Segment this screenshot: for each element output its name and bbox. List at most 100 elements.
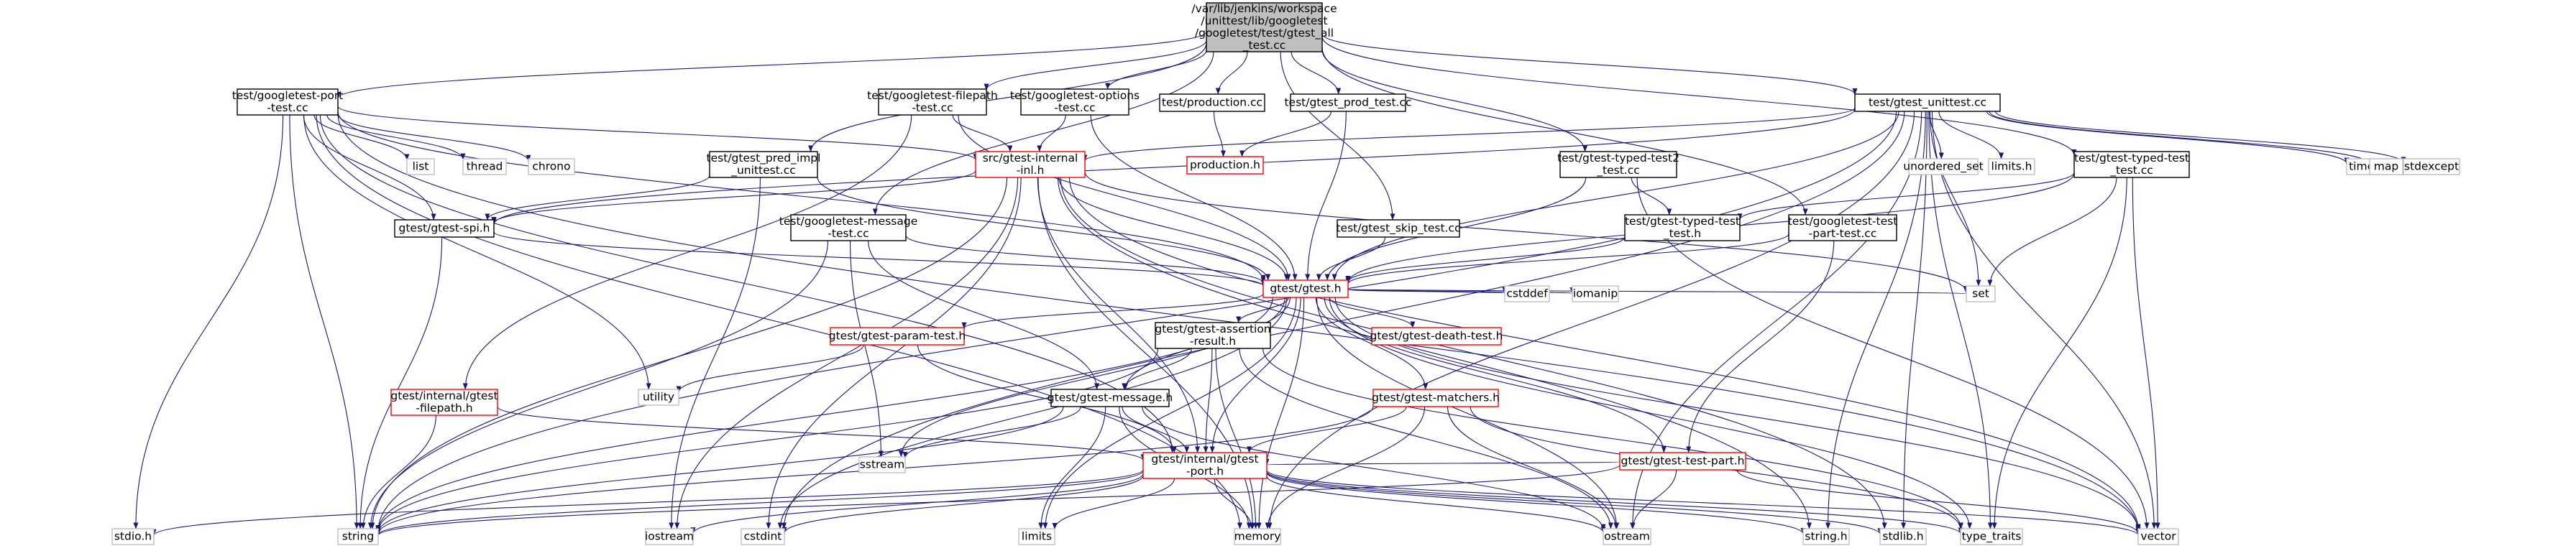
edge-pred_impl_test-to-gtest_h	[817, 177, 1271, 281]
node-box	[1290, 93, 1406, 112]
edge-pred_impl_test-to-gtest_spi	[485, 175, 710, 221]
edge-filepath_test-to-gtest_h	[958, 114, 1291, 281]
node-port-test[interactable]: test/googletest-port-test.cc	[232, 88, 344, 116]
node-box	[1788, 214, 1897, 241]
node-death-test[interactable]: gtest/gtest-death-test.h	[1370, 327, 1503, 346]
edge-gtest_h-to-param_test	[961, 293, 1264, 329]
node-stdexcept: stdexcept	[2403, 158, 2460, 175]
node-box	[830, 327, 965, 346]
node-gtest-h[interactable]: gtest/gtest.h	[1262, 279, 1349, 298]
node-set: set	[1966, 285, 1996, 302]
edge-internal_port-to-limits	[1052, 478, 1175, 529]
node-map: map	[2369, 158, 2403, 175]
node-message-test[interactable]: test/googletest-message-test.cc	[779, 214, 918, 241]
node-options-test[interactable]: test/googletest-options-test.cc	[1010, 88, 1140, 116]
edge-gtest_internal_inl-to-gtest_h	[1058, 177, 1289, 281]
edge-internal_port-to-string_h	[1266, 472, 1806, 534]
edge-root-to-test_part_test	[1321, 47, 1808, 216]
edge-skip_test-to-gtest_h	[1316, 236, 1386, 281]
node-memory: memory	[1234, 528, 1281, 545]
node-label-line: gtest/gtest-param-test.h	[829, 330, 966, 343]
node-production-h[interactable]: production.h	[1186, 156, 1264, 175]
node-test-part-test[interactable]: test/googletest-test-part-test.cc	[1788, 214, 1898, 241]
node-box	[394, 219, 495, 238]
node-box	[709, 151, 818, 178]
node-pred-impl-test[interactable]: test/gtest_pred_impl_unittest.cc	[707, 151, 821, 178]
edge-unittest-to-stdexcept	[1994, 111, 2406, 164]
node-label-line: stdlib.h	[1882, 530, 1923, 543]
edge-root-to-skip_test	[1280, 51, 1395, 221]
node-root[interactable]: /var/lib/jenkins/workspace/unittest/lib/…	[1191, 2, 1337, 52]
node-label-line: -test.cc	[912, 101, 953, 114]
node-stdlib-h: stdlib.h	[1879, 528, 1927, 545]
node-param-test[interactable]: gtest/gtest-param-test.h	[829, 327, 966, 346]
edge-prod_test-to-production_h	[1239, 111, 1331, 157]
node-box	[975, 151, 1086, 178]
node-skip-test[interactable]: test/gtest_skip_test.cc	[1336, 219, 1461, 238]
edge-gtest_internal_inl-to-gtest_spi	[491, 170, 976, 223]
node-internal-port[interactable]: gtest/internal/gtest-port.h	[1142, 452, 1268, 479]
node-prod-test[interactable]: test/gtest_prod_test.cc	[1284, 93, 1412, 112]
node-label-line: map	[2374, 160, 2398, 173]
node-box	[1854, 93, 2001, 112]
node-label-line: test/googletest-filepath	[867, 89, 998, 102]
node-box	[1206, 2, 1323, 52]
node-typed-test-h[interactable]: test/gtest-typed-test_test.h	[1624, 214, 1741, 241]
node-box	[638, 389, 679, 406]
node-internal-filepath[interactable]: gtest/internal/gtest-filepath.h	[390, 389, 498, 416]
node-gtest-internal-inl[interactable]: src/gtest-internal-inl.h	[975, 151, 1086, 178]
node-label-line: gtest/gtest.h	[1270, 282, 1341, 295]
node-label-line: gtest/gtest-message.h	[1048, 392, 1173, 404]
node-utility: utility	[638, 389, 679, 406]
node-cstdint: cstdint	[741, 528, 785, 545]
node-gtest-spi[interactable]: gtest/gtest-spi.h	[394, 219, 495, 238]
node-box	[111, 528, 155, 545]
edge-port_test-to-thread	[326, 114, 466, 160]
node-label-line: gtest/gtest-assertion	[1155, 323, 1270, 335]
node-message-h[interactable]: gtest/gtest-message.h	[1048, 389, 1173, 407]
node-typed-test-cc[interactable]: test/gtest-typed-test_test.cc	[2073, 151, 2190, 178]
node-box	[1050, 389, 1170, 407]
edge-gtest_internal_inl-to-iostream	[674, 177, 1019, 529]
edge-options_test-to-gtest_h	[1090, 114, 1298, 281]
edge-unittest-to-cstdint	[781, 111, 1905, 529]
node-typed-test2[interactable]: test/gtest-typed-test2_test.cc	[1557, 151, 1679, 178]
edge-matchers-to-ostream	[1447, 406, 1619, 529]
node-label-line: list	[413, 160, 429, 173]
node-box	[2073, 151, 2190, 178]
node-box	[1603, 528, 1651, 545]
node-label-line: string.h	[1805, 530, 1847, 543]
edge-message_h-to-sstream	[902, 406, 1081, 459]
node-label-line: stdio.h	[114, 530, 152, 543]
node-assertion-result[interactable]: gtest/gtest-assertion-result.h	[1155, 322, 1271, 349]
node-unittest[interactable]: test/gtest_unittest.cc	[1854, 93, 2001, 112]
edge-gtest_h-to-cstddef	[1347, 287, 1507, 294]
edge-gtest_h-to-iomanip	[1347, 287, 1575, 294]
node-cstddef: cstddef	[1504, 285, 1550, 302]
edge-root-to-production_cc	[1215, 51, 1248, 95]
edge-port_test-to-gtest_internal_inl	[337, 106, 978, 161]
node-box	[645, 528, 694, 545]
node-label-line: test/gtest_prod_test.cc	[1284, 96, 1411, 110]
node-list: list	[406, 158, 435, 175]
edge-gtest_h-to-test_part_h	[1324, 297, 1667, 453]
node-label-line: gtest/gtest-test-part.h	[1621, 455, 1745, 468]
node-test-part-h[interactable]: gtest/gtest-test-part.h	[1619, 452, 1746, 471]
node-matchers[interactable]: gtest/gtest-matchers.h	[1372, 389, 1500, 407]
node-box	[1908, 158, 1979, 175]
node-box	[1504, 285, 1550, 302]
edge-port_test-to-gtest_h	[337, 111, 1266, 282]
node-label-line: test/googletest-options	[1010, 89, 1140, 102]
node-label-line: -result.h	[1190, 335, 1236, 348]
node-box	[1372, 389, 1499, 407]
node-production-cc[interactable]: test/production.cc	[1159, 93, 1265, 112]
edge-param_test-to-internal_port	[917, 344, 1177, 453]
edge-port_test-to-gtest_spi	[303, 114, 436, 221]
edge-test_part_h-to-internal_port	[1265, 458, 1621, 466]
node-label-line: src/gtest-internal	[983, 152, 1078, 165]
edge-gtest_h-to-death_test	[1329, 297, 1416, 328]
node-filepath-test[interactable]: test/googletest-filepath-test.cc	[867, 88, 998, 116]
node-box	[1262, 279, 1349, 298]
node-label-line: test/googletest-port	[232, 89, 344, 102]
node-label-line: vector	[2140, 530, 2176, 543]
